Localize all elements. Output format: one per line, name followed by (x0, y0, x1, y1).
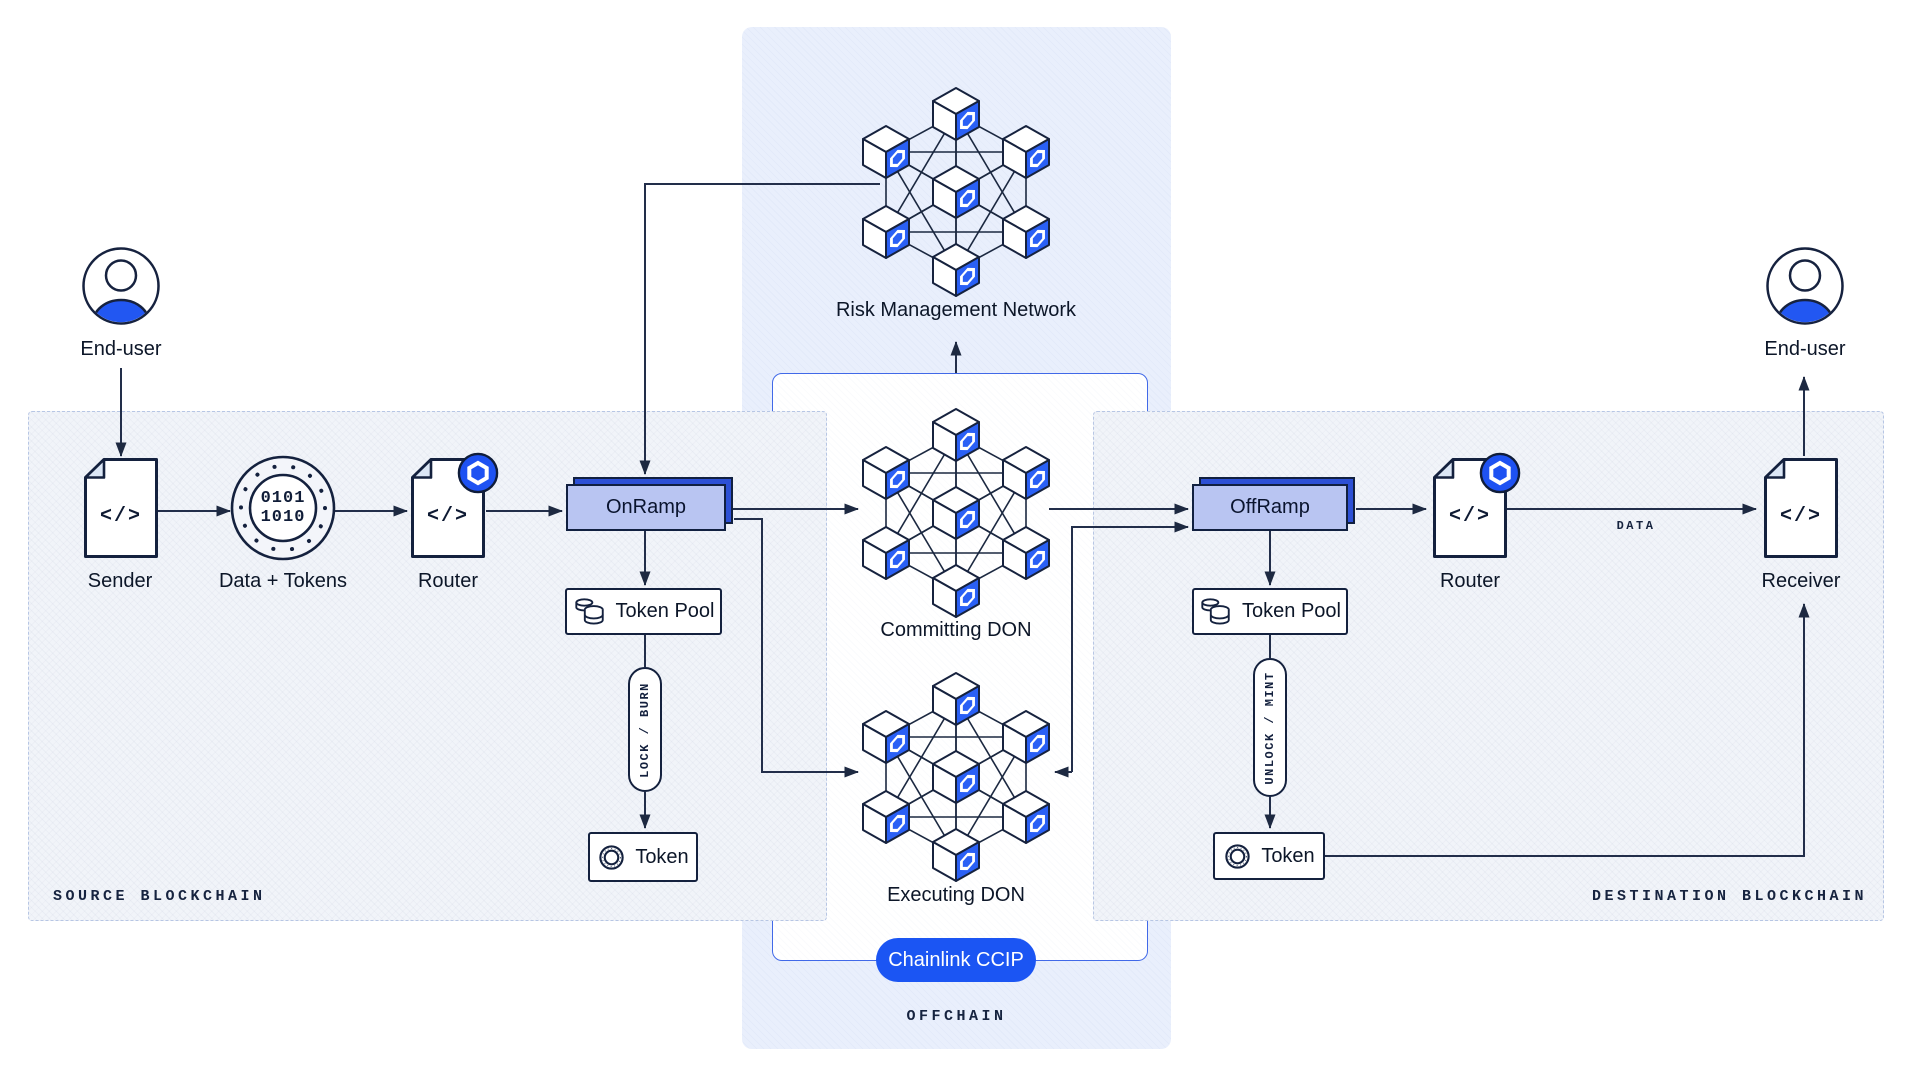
end-user-destination (1765, 246, 1845, 326)
binary-circle-icon (230, 455, 336, 561)
token-pool-source-label: Token Pool (615, 600, 715, 622)
person-icon (82, 247, 160, 325)
unlock-mint-label: UNLOCK / MINT (1263, 670, 1277, 785)
executing-don-label: Executing DON (887, 884, 1025, 906)
offramp-label: OffRamp (1230, 496, 1310, 518)
don-clusters (862, 87, 1050, 882)
token-destination: Token (1213, 832, 1325, 880)
chainlink-badge-icon (1479, 452, 1521, 499)
offramp-box: OffRamp (1192, 484, 1348, 531)
coin-icon (599, 844, 624, 870)
end-user-source-label: End-user (80, 338, 162, 360)
onramp-box: OnRamp (566, 484, 726, 531)
data-tokens-icon: 0101 1010 (228, 453, 338, 563)
unlock-mint-pill: UNLOCK / MINT (1253, 658, 1287, 797)
lock-burn-label: LOCK / BURN (638, 681, 652, 778)
coin-icon (1225, 843, 1250, 869)
risk-management-network-label: Risk Management Network (835, 299, 1077, 321)
data-tokens-label: Data + Tokens (218, 570, 348, 592)
offchain-label: OFFCHAIN (906, 1008, 1007, 1025)
token-source: Token (588, 832, 698, 882)
document-icon: </> (1764, 458, 1838, 558)
connectors (115, 183, 1810, 857)
router-source-label: Router (417, 570, 479, 592)
committing-don-label: Committing DON (880, 619, 1032, 641)
chainlink-badge-icon (457, 452, 499, 499)
coins-icon (1201, 598, 1230, 625)
data-edge-label: DATA (1616, 519, 1656, 533)
source-region-label: SOURCE BLOCKCHAIN (53, 888, 266, 905)
end-user-destination-label: End-user (1764, 338, 1846, 360)
code-glyph: </> (100, 505, 142, 528)
onramp-label: OnRamp (605, 496, 687, 518)
end-user-source (81, 246, 161, 326)
lock-burn-pill: LOCK / BURN (628, 667, 662, 792)
router-destination-label: Router (1439, 570, 1501, 592)
token-source-label: Token (635, 845, 689, 868)
receiver-contract: </> (1762, 458, 1840, 563)
destination-region-label: DESTINATION BLOCKCHAIN (1591, 888, 1867, 905)
executing-don-cluster (862, 672, 1050, 882)
receiver-label: Receiver (1761, 570, 1841, 592)
token-pool-destination: Token Pool (1192, 588, 1348, 635)
code-glyph: </> (1449, 505, 1491, 528)
onramp-contract: OnRamp (566, 477, 733, 531)
sender-label: Sender (87, 570, 153, 592)
binary-text: 0101 1010 (260, 489, 306, 527)
token-destination-label: Token (1261, 844, 1315, 867)
sender-contract: </> (83, 458, 159, 563)
code-glyph: </> (427, 505, 469, 528)
offramp-contract: OffRamp (1192, 477, 1355, 531)
risk-management-network-cluster (862, 87, 1050, 297)
chainlink-ccip-badge: Chainlink CCIP (876, 938, 1036, 982)
coins-icon (574, 598, 604, 625)
person-icon (1766, 247, 1844, 325)
token-pool-source: Token Pool (565, 588, 722, 635)
document-icon: </> (84, 458, 158, 558)
token-pool-destination-label: Token Pool (1242, 600, 1341, 622)
committing-don-cluster (862, 408, 1050, 618)
code-glyph: </> (1780, 505, 1822, 528)
